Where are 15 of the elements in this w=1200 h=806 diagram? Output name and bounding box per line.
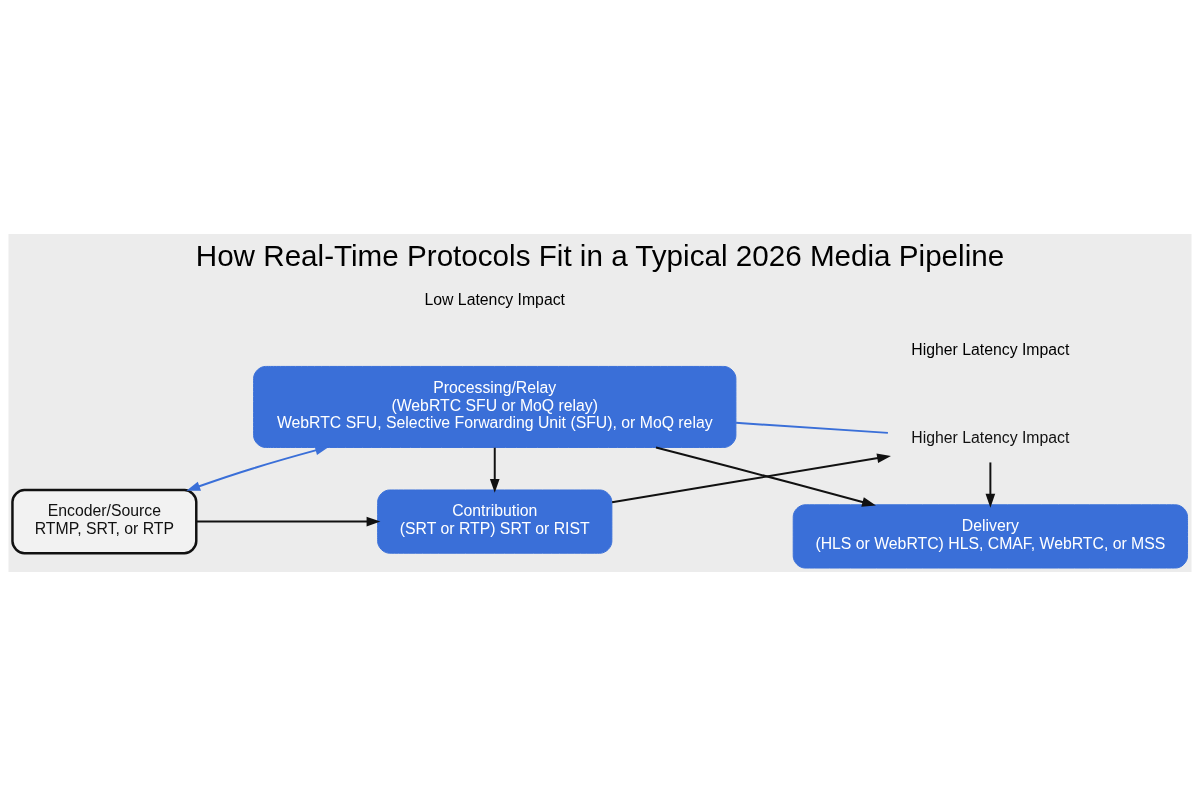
node-box: Processing/Relay (WebRTC SFU or MoQ relay) WebRTC SFU, Selective Forwarding Unit (SFU), or MoQ relay <box>253 365 737 448</box>
node-text: Higher Latency Impact <box>911 429 1070 447</box>
node-box: Encoder/Source RTMP, SRT, or RTP <box>11 488 198 555</box>
arrow <box>611 453 891 504</box>
node-box: Delivery (HLS or WebRTC) HLS, CMAF, WebRTC, or MSS <box>792 504 1189 569</box>
label: Low Latency Impact <box>424 290 565 308</box>
arrow <box>186 445 330 491</box>
node-box: Contribution (SRT or RTP) SRT or RIST <box>377 489 613 554</box>
diagram-title: How Real-Time Protocols Fit in a Typical 2026 Media Pipeline <box>195 238 1005 272</box>
arrow <box>985 461 996 508</box>
arrow <box>195 516 381 527</box>
arrow <box>489 446 500 493</box>
label: Higher Latency Impact <box>911 341 1070 359</box>
arrow <box>655 446 876 507</box>
connector <box>735 421 889 434</box>
